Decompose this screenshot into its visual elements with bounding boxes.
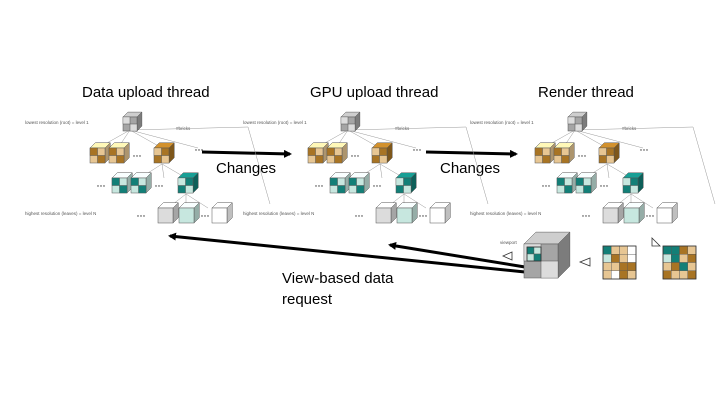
- request-arrow-short: [388, 242, 526, 269]
- brick-ellipsis: [640, 149, 648, 151]
- level2-ellipsis: [351, 155, 359, 157]
- level4-ellipsis-left: [355, 215, 363, 217]
- viewport-highlight-grid: [526, 246, 542, 262]
- camera-icon-1: [502, 251, 513, 261]
- level3-ellipsis-mid: [600, 185, 608, 187]
- level4-ellipsis-mid: [419, 215, 427, 217]
- gpu-upload-thread-title: GPU upload thread: [310, 84, 439, 101]
- tree-bottom-label-2: highest resolution (leaves) = level N: [243, 211, 315, 216]
- level2-ellipsis: [133, 155, 141, 157]
- tree-bottom-label-3: highest resolution (leaves) = level N: [470, 211, 542, 216]
- level3-cube-3: [395, 172, 417, 194]
- level3-ellipsis-mid: [155, 185, 163, 187]
- leaf-cube-3: [656, 202, 678, 224]
- leaf-cube-2: [178, 202, 200, 224]
- level4-ellipsis-mid: [201, 215, 209, 217]
- level3-cube-1: [111, 172, 133, 194]
- level3-cube-1: [329, 172, 351, 194]
- leaf-cube-2: [396, 202, 418, 224]
- tree-top-label-3: lowest resolution (root) = level 1: [470, 120, 534, 125]
- changes-arrow-2: [425, 149, 518, 158]
- changes-arrow-1: [201, 149, 292, 158]
- brick-ellipsis: [413, 149, 421, 151]
- request-label-line2: request: [282, 291, 333, 308]
- level3-cube-3: [177, 172, 199, 194]
- level3-cube-2: [575, 172, 597, 194]
- tree-top-label-2: lowest resolution (root) = level 1: [243, 120, 307, 125]
- level4-ellipsis-left: [582, 215, 590, 217]
- leaf-cube-1: [375, 202, 397, 224]
- level4-ellipsis-left: [137, 215, 145, 217]
- level2-ellipsis: [578, 155, 586, 157]
- viewport-label: viewport: [500, 240, 517, 245]
- tree-top-label-1: lowest resolution (root) = level 1: [25, 120, 89, 125]
- level3-cube-3: [622, 172, 644, 194]
- level3-cube-2: [348, 172, 370, 194]
- level3-cube-1: [556, 172, 578, 194]
- tree-bottom-label-1: highest resolution (leaves) = level N: [25, 211, 97, 216]
- octree-3: [534, 111, 716, 224]
- root-cube: [122, 111, 143, 132]
- request-arrow-long: [168, 232, 526, 274]
- level2-cube-3: [153, 142, 175, 164]
- leaf-cube-1: [157, 202, 179, 224]
- view-grid-3: [662, 245, 697, 280]
- level4-ellipsis-mid: [646, 215, 654, 217]
- leaf-cube-2: [623, 202, 645, 224]
- leaf-cube-3: [211, 202, 233, 224]
- data-upload-thread-title: Data upload thread: [82, 84, 210, 101]
- level3-ellipsis-left: [315, 185, 323, 187]
- root-cube: [340, 111, 361, 132]
- leaf-cube-3: [429, 202, 451, 224]
- root-cube: [567, 111, 588, 132]
- level2-cube-2: [553, 142, 575, 164]
- request-label-line1: View-based data: [282, 270, 394, 287]
- level3-ellipsis-mid: [373, 185, 381, 187]
- brick-ellipsis: [195, 149, 203, 151]
- level2-cube-1: [534, 142, 556, 164]
- leaf-cube-1: [602, 202, 624, 224]
- level2-cube-1: [89, 142, 111, 164]
- render-thread-title: Render thread: [538, 84, 634, 101]
- camera-icon-2: [578, 257, 591, 267]
- camera-icon-3: [651, 237, 661, 247]
- level2-cube-3: [598, 142, 620, 164]
- level3-ellipsis-left: [97, 185, 105, 187]
- octree-1: [89, 111, 271, 224]
- octree-2: [307, 111, 489, 224]
- changes-label-2: Changes: [440, 160, 501, 177]
- level2-cube-2: [108, 142, 130, 164]
- level2-cube-2: [326, 142, 348, 164]
- level3-cube-2: [130, 172, 152, 194]
- level3-ellipsis-left: [542, 185, 550, 187]
- level2-cube-1: [307, 142, 329, 164]
- view-grid-2: [602, 245, 637, 280]
- level2-cube-3: [371, 142, 393, 164]
